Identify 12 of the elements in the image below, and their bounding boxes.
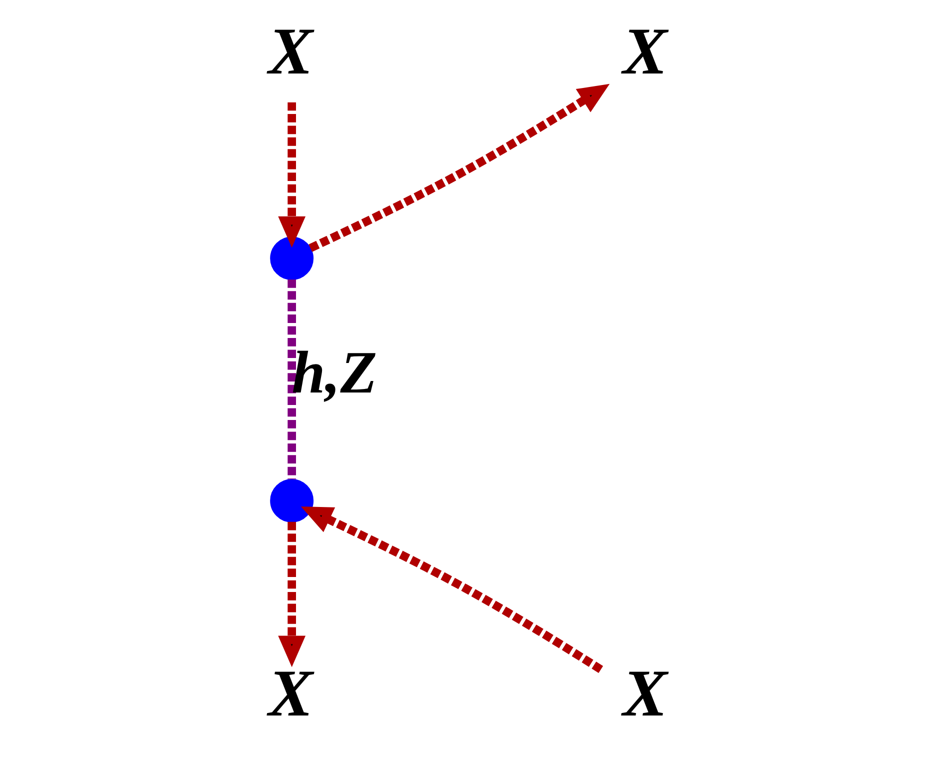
arrow [308,84,610,252]
node-text: X [268,656,314,730]
arrow [278,522,306,668]
node-circle [270,236,314,280]
edge-label: h,Z [292,340,378,407]
node-circle [270,478,314,522]
connector [288,280,296,480]
arrow [300,506,604,674]
node-text: X [622,14,668,89]
arrow [278,102,306,248]
node-text: X [622,656,668,730]
node-text: X [268,14,314,89]
